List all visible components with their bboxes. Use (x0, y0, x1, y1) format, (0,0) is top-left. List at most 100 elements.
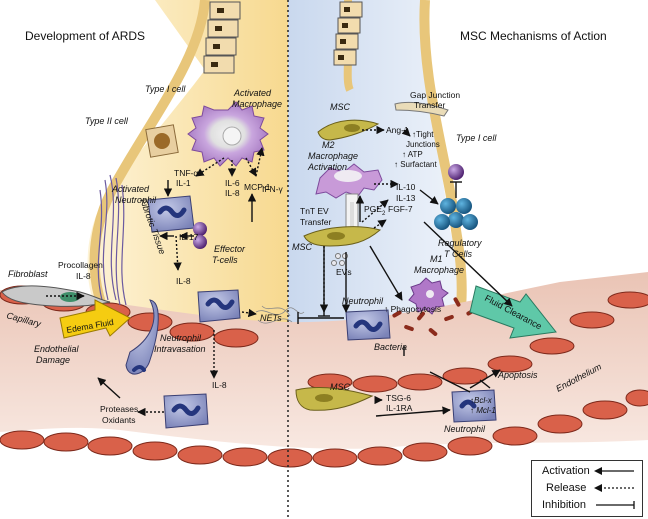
legend-release-label: Release (546, 482, 587, 494)
neutrophil-right-cell (345, 309, 391, 341)
label-endothelial-damage-2: Damage (36, 355, 70, 365)
label-tnf: TNF-α (174, 168, 198, 178)
label-tnt-2: Transfer (300, 217, 332, 227)
label-il8-low: IL-8 (212, 380, 227, 390)
legend-activation-label: Activation (542, 465, 590, 477)
label-activated-macrophage-2: Macrophage (232, 99, 282, 109)
label-type2: Type II cell (85, 116, 129, 126)
label-il13: IL-13 (396, 193, 416, 203)
legend-release-arrow (594, 484, 634, 492)
label-m1-2: Macrophage (414, 265, 464, 275)
label-bclx: ↑Bcl-x (470, 396, 493, 405)
label-m2-3: Activation (307, 162, 347, 172)
label-tsg6: TSG-6 (386, 393, 411, 403)
endothelial-cells-bottom (0, 389, 648, 468)
label-surfactant: ↑ Surfactant (394, 160, 437, 169)
label-regulatory-1: Regulatory (438, 238, 482, 248)
label-bacteria: Bacteria (374, 342, 407, 352)
label-pge2: PGE2 (364, 204, 386, 217)
label-phagocytosis: ↑ Phagocytosis (384, 304, 441, 314)
label-tnt-1: TnT EV (300, 206, 329, 216)
label-endothelial-damage-1: Endothelial (34, 344, 80, 354)
label-il6: IL-6 (225, 178, 240, 188)
label-m1-1: M1 (430, 254, 443, 264)
label-fgf7: FGF-7 (388, 204, 413, 214)
heading-left: Development of ARDS (25, 29, 145, 43)
msc-cell-low (295, 387, 374, 411)
legend-row-activation: Activation (532, 464, 642, 480)
fluid-clearance-shape (469, 285, 557, 339)
neutrophil-right-low (451, 389, 497, 423)
label-oxidants: Oxidants (102, 415, 136, 425)
msc-cell-top (317, 119, 380, 141)
label-il17: IL-17 (179, 232, 199, 242)
label-mcl1: ↑ Mcl-1 (470, 406, 496, 415)
type1-cells-column-left (203, 1, 241, 74)
effector-t-cells (193, 222, 207, 249)
neutrophil-left-low (163, 393, 209, 429)
label-effector-2: T-cells (212, 255, 238, 265)
fibrotic-tissue (97, 174, 127, 306)
type1-cells-column-right (333, 1, 363, 66)
label-neutrophil-low: Neutrophil (444, 424, 486, 434)
label-effector-1: Effector (214, 244, 246, 254)
label-il1: IL-1 (176, 178, 191, 188)
neutrophil-left-mid (197, 289, 241, 323)
label-gap-junction-2: Transfer (414, 100, 446, 110)
activated-neutrophil-cell (147, 195, 195, 233)
label-nets: NETs (260, 313, 282, 323)
edema-fluid-shape (59, 299, 131, 339)
legend-activation-arrow (594, 467, 634, 475)
label-proteases: Proteases (100, 404, 138, 414)
label-neutrophil-intravasation-1: Neutrophil (160, 333, 202, 343)
inhibition-lines (297, 181, 471, 393)
label-tight-2: Junctions (406, 140, 440, 149)
heading-right: MSC Mechanisms of Action (460, 29, 607, 43)
legend-row-inhibition: Inhibition (532, 498, 642, 514)
neutrophil-intravasating (125, 299, 159, 375)
label-gap-junction-1: Gap Junction (410, 90, 460, 100)
label-type1-left: Type I cell (145, 84, 186, 94)
regulatory-t-cells (434, 198, 478, 230)
label-evs: EVs (336, 267, 352, 277)
label-il8-mid: IL-8 (176, 276, 191, 286)
bacteria-cells (392, 297, 476, 336)
nets-strands (255, 305, 305, 324)
label-fibroblast: Fibroblast (8, 269, 48, 279)
label-apoptosis: Apoptosis (497, 370, 538, 380)
label-procollagen-il8: IL-8 (76, 271, 91, 281)
type1-cell-right (394, 101, 449, 117)
label-tight-1: ↑Tight (412, 130, 434, 139)
activated-macrophage (187, 101, 269, 167)
label-mcp1: MCP-1 (244, 182, 271, 192)
label-il1ra: IL-1RA (386, 403, 413, 413)
label-activated-neutrophil-2: Neutrophil (115, 195, 157, 205)
m1-macrophage (408, 277, 449, 315)
label-ang1: Ang-1 (386, 125, 409, 135)
label-neutrophil-intravasation-2: Intravasation (154, 344, 206, 354)
label-msc-top: MSC (330, 102, 351, 112)
label-msc-low: MSC (330, 382, 351, 392)
label-msc-mid: MSC (292, 242, 313, 252)
label-procollagen: Procollagen (58, 260, 103, 270)
t-cell-purple (448, 164, 464, 180)
arrows (46, 125, 513, 417)
label-m2-2: Macrophage (308, 151, 358, 161)
label-regulatory-2: T Cells (444, 249, 473, 259)
m2-macrophage (315, 163, 383, 199)
label-atp: ↑ ATP (402, 150, 423, 159)
label-activated-neutrophil-1: Activated (111, 184, 150, 194)
type2-cell (145, 124, 179, 158)
label-ifn: IFN-γ (262, 184, 284, 194)
legend-inhibition-label: Inhibition (542, 499, 587, 511)
legend: Activation Release Inhibition (531, 460, 643, 517)
label-il10: IL-10 (396, 182, 416, 192)
label-type1-right: Type I cell (456, 133, 497, 143)
legend-inhibition-line (596, 501, 635, 509)
msc-cell-mid (303, 226, 382, 247)
legend-row-release: Release (532, 481, 642, 497)
label-m2-1: M2 (322, 140, 335, 150)
label-il8-top: IL-8 (225, 188, 240, 198)
